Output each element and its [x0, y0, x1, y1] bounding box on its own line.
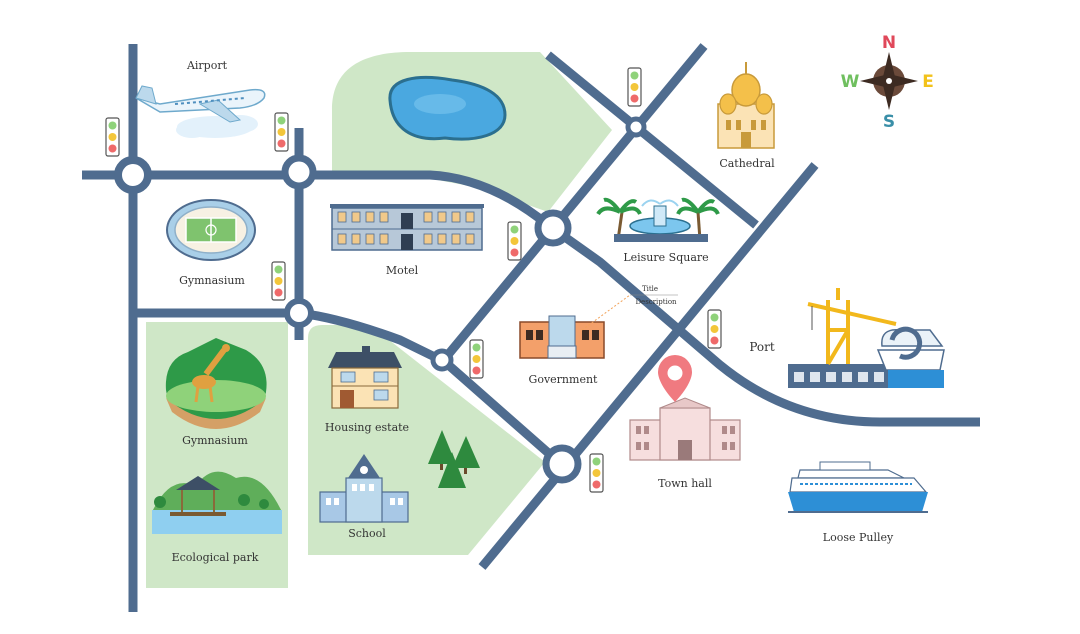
traffic-lights — [105, 67, 722, 493]
compass-west: W — [841, 72, 860, 92]
cruise-ship-icon — [788, 461, 928, 513]
port-crane-icon — [788, 288, 945, 388]
airplane-icon — [135, 85, 266, 138]
pine-trees-icon — [428, 430, 480, 488]
motel-icon — [330, 204, 484, 251]
fountain-icon — [596, 197, 720, 242]
label-leisure-square: Leisure Square — [623, 251, 708, 264]
compass-south: S — [883, 112, 895, 132]
traffic-light-icon — [274, 112, 289, 152]
stadium-icon — [166, 199, 256, 261]
label-cathedral: Cathedral — [719, 157, 775, 170]
label-port: Port — [749, 340, 775, 354]
school-icon — [319, 454, 409, 523]
traffic-light-icon — [589, 453, 604, 493]
traffic-light-icon — [271, 261, 286, 301]
label-airport: Airport — [186, 59, 228, 72]
traffic-light-icon — [507, 221, 522, 261]
label-gymnasium-stadium: Gymnasium — [179, 274, 245, 287]
gazebo-icon — [152, 471, 282, 534]
house-icon — [328, 346, 402, 409]
location-pin-icon — [658, 355, 692, 402]
compass-east: E — [922, 72, 934, 92]
label-description: Description — [635, 298, 677, 306]
traffic-light-icon — [627, 67, 642, 107]
label-ecological-park: Ecological park — [172, 551, 259, 564]
label-gymnasium-zoo: Gymnasium — [182, 434, 248, 447]
giraffe-zoo-icon — [165, 338, 267, 429]
label-town-hall: Town hall — [658, 477, 712, 490]
cathedral-icon — [717, 62, 775, 149]
label-title: Title — [642, 285, 658, 293]
label-school: School — [348, 527, 386, 540]
label-government: Government — [529, 373, 599, 386]
traffic-light-icon — [469, 339, 484, 379]
roundabouts — [114, 116, 647, 484]
label-loose-pulley: Loose Pulley — [823, 531, 894, 544]
compass-north: N — [882, 33, 896, 53]
town-hall-icon — [629, 397, 741, 461]
label-motel: Motel — [386, 264, 419, 277]
government-icon — [519, 315, 605, 359]
traffic-light-icon — [707, 309, 722, 349]
compass-icon — [860, 52, 918, 110]
traffic-light-icon — [105, 117, 120, 157]
label-housing-estate: Housing estate — [325, 421, 409, 434]
callout-line — [581, 294, 631, 331]
